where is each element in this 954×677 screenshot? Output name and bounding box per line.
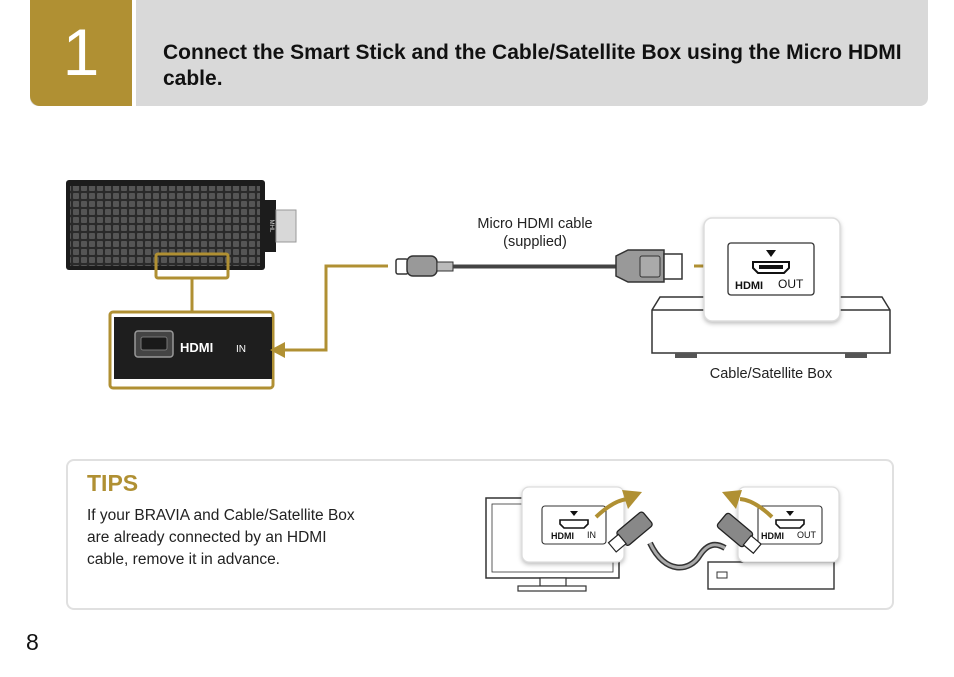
tips-box-illustration: HDMI OUT: [707, 486, 840, 590]
stick-hdmi-port-zoom: HDMI IN: [108, 310, 275, 390]
tips-box-hdmi-dir: OUT: [797, 530, 817, 540]
stick-hdmi-logo: HDMI: [180, 340, 213, 355]
tips-text: If your BRAVIA and Cable/Satellite Box a…: [87, 505, 417, 571]
tips-box-hdmi-logo: HDMI: [761, 531, 784, 541]
cable-label-line1: Micro HDMI cable: [477, 216, 592, 232]
tips-title: TIPS: [87, 470, 139, 496]
tv-illustration: HDMI IN: [485, 486, 625, 592]
page-number: 8: [26, 629, 39, 655]
step-number-badge: 1: [30, 0, 136, 106]
mhl-mark: MHL: [268, 220, 274, 233]
step-number: 1: [62, 15, 100, 89]
step-header: [30, 0, 928, 106]
arrow-to-stick: [270, 342, 285, 358]
tips-hdmi-cable: [607, 511, 762, 571]
tv-hdmi-dir: IN: [587, 530, 596, 540]
box-label: Cable/Satellite Box: [710, 366, 833, 382]
micro-hdmi-cable: [395, 249, 683, 283]
stick-hdmi-dir: IN: [236, 344, 246, 355]
step-title: Connect the Smart Stick and the Cable/Sa…: [163, 41, 902, 90]
tips-line-3: cable, remove it in advance.: [87, 551, 280, 568]
connection-line: [282, 264, 388, 352]
cable-label-line2: (supplied): [503, 234, 567, 250]
box-hdmi-logo: HDMI: [735, 280, 763, 292]
cable-satellite-box: HDMI OUT: [651, 217, 891, 358]
tips-line-2: are already connected by an HDMI: [87, 529, 327, 546]
tips-line-1: If your BRAVIA and Cable/Satellite Box: [87, 507, 355, 524]
remove-arrow-right: [739, 497, 774, 519]
tips-box: [66, 459, 894, 610]
box-hdmi-dir: OUT: [778, 277, 804, 291]
tv-hdmi-logo: HDMI: [551, 531, 574, 541]
